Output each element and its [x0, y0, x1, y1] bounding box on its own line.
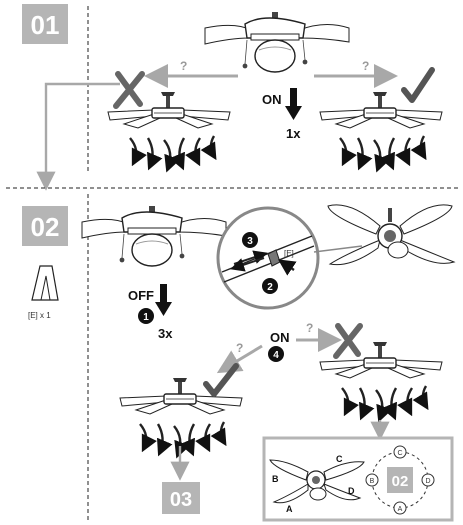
airflow-correct — [340, 136, 424, 168]
blade-label-d: D — [348, 486, 355, 496]
on-step-label: ON — [270, 330, 290, 345]
cross-mark — [113, 71, 145, 109]
rotation-detail-box: B A C D 02 C D A B — [262, 436, 454, 522]
pull-chain-arrow-head — [285, 106, 302, 120]
off-pull-arrow-head — [155, 302, 172, 316]
fan-wrong-direction-2 — [319, 341, 443, 379]
airflow-correct-2 — [140, 422, 224, 454]
step-01-badge-text: 01 — [31, 10, 60, 40]
step-02-section: 02 [E] x 1 OFF 1 3x 3 2 [E] — [22, 194, 456, 522]
step-circle-4 — [268, 346, 284, 362]
connector-to-step-02 — [36, 82, 120, 191]
cross-mark-2 — [333, 323, 363, 359]
count-3x: 3x — [158, 326, 173, 341]
rotation-label-d: D — [425, 478, 430, 485]
step-circle-3-text: 3 — [247, 236, 253, 247]
question-mark-left-2: ? — [236, 341, 243, 355]
magnify-leader — [313, 245, 363, 253]
step-01-badge — [22, 4, 68, 44]
rotation-label-a: A — [398, 506, 403, 513]
fan-top-view — [327, 204, 456, 266]
off-pull-arrow-shaft — [160, 284, 167, 304]
fan-with-light-top — [204, 11, 350, 73]
question-mark-right: ? — [362, 59, 369, 73]
check-mark-2 — [203, 363, 239, 397]
question-mark-left: ? — [180, 59, 187, 73]
blade-label-b: B — [272, 474, 279, 484]
on-label: ON — [262, 92, 282, 107]
step-03-badge — [162, 482, 200, 514]
gray-arrow-left-2 — [216, 344, 263, 374]
airflow-wrong — [130, 136, 214, 168]
count-1x: 1x — [286, 126, 301, 141]
magnified-switch-detail: 3 2 [E] — [216, 206, 320, 310]
part-e-label: [E] — [284, 249, 294, 258]
step-02-badge — [22, 206, 68, 246]
rotation-badge-text: 02 — [392, 473, 409, 490]
step-03-badge-text: 03 — [170, 489, 192, 511]
off-label: OFF — [128, 288, 154, 303]
blade-label-a: A — [286, 504, 293, 514]
step-circle-4-text: 4 — [273, 350, 279, 361]
step-circle-1-text: 1 — [143, 312, 149, 323]
rotation-label-c: C — [397, 450, 402, 457]
pull-chain-arrow-shaft — [290, 88, 297, 108]
part-e-quantity: [E] x 1 — [28, 311, 51, 320]
fan-with-light-off — [81, 205, 227, 267]
step-circle-2-text: 2 — [267, 282, 273, 293]
fan-correct-direction — [319, 91, 443, 129]
step-02-badge-text: 02 — [31, 212, 60, 242]
step-circle-1 — [138, 308, 154, 324]
blade-label-c: C — [336, 454, 343, 464]
rotation-label-b: B — [370, 478, 375, 485]
check-mark — [401, 67, 435, 103]
airflow-wrong-2 — [342, 386, 426, 418]
question-mark-right-2: ? — [306, 321, 313, 335]
part-e-slot — [40, 275, 51, 301]
step-01-section: 01 ? ? ON 1x — [22, 4, 443, 191]
